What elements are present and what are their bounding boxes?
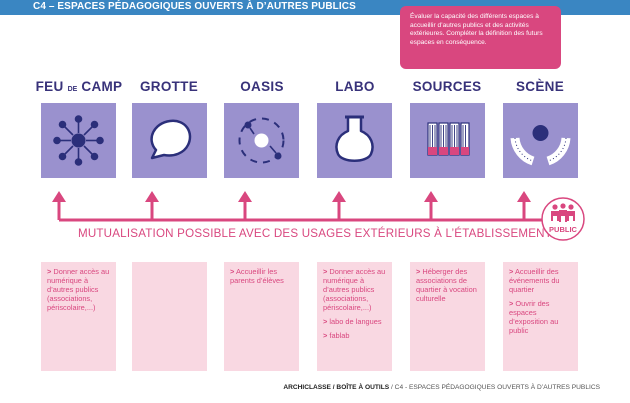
usage-text: labo de langues	[329, 317, 382, 326]
public-badge: PUBLIC	[540, 196, 586, 242]
usage-item: > Accueillir les parents d’élèves	[230, 267, 284, 285]
usage-text: Héberger des associations de quartier à …	[416, 267, 477, 303]
flask-icon	[335, 115, 374, 162]
people-icon	[541, 197, 585, 241]
tile-sources	[410, 103, 485, 178]
usage-box-oasis: > Accueillir les parents d’élèves	[224, 262, 299, 371]
instruction-callout: Évaluer la capacité des différents espac…	[400, 6, 561, 69]
books-icon	[427, 122, 470, 156]
oasis-icon	[238, 117, 285, 164]
footer: ARCHICLASSE / BOÎTE À OUTILS / C4 - ESPA…	[283, 384, 600, 391]
usage-box-feu-de-camp: > Donner accès au numérique à d’autres p…	[41, 262, 116, 371]
usage-text: Donner accès au numérique à d’autres pub…	[47, 267, 110, 312]
footer-brand: ARCHICLASSE / BOÎTE À OUTILS	[283, 384, 390, 391]
page-title: C4 – ESPACES PÉDAGOGIQUES OUVERTS À D’AU…	[33, 1, 356, 12]
usage-item: > labo de langues	[323, 317, 382, 326]
usage-text: Donner accès au numérique à d’autres pub…	[323, 267, 386, 312]
usage-item: > Héberger des associations de quartier …	[416, 267, 477, 303]
usage-text: fablab	[329, 331, 350, 340]
mutualisation-text: MUTUALISATION POSSIBLE AVEC DES USAGES E…	[77, 227, 553, 240]
tile-oasis	[224, 103, 299, 178]
label-part-b: DE	[67, 86, 78, 93]
usage-text: Accueillir des événements du quartier	[509, 267, 560, 294]
space-label-labo: LABO	[335, 79, 375, 94]
campfire-icon	[53, 115, 104, 166]
usage-text: Ouvrir des espaces d’exposition au publi…	[509, 299, 559, 335]
usage-item: > Ouvrir des espaces d’exposition au pub…	[509, 299, 559, 335]
label-part-a: FEU	[35, 79, 64, 94]
label-part-c: CAMP	[81, 79, 123, 94]
usage-box-grotte	[132, 262, 207, 371]
usage-item: > Donner accès au numérique à d’autres p…	[323, 267, 386, 312]
stage-icon	[510, 125, 571, 166]
tile-scene	[503, 103, 578, 178]
usage-item: > Donner accès au numérique à d’autres p…	[47, 267, 110, 312]
space-label-grotte: GROTTE	[139, 79, 199, 94]
space-label-sources: SOURCES	[412, 79, 482, 94]
space-label-scene: SCÈNE	[515, 79, 564, 94]
usage-item: > Accueillir des événements du quartier	[509, 267, 560, 294]
callout-text: Évaluer la capacité des différents espac…	[410, 13, 543, 46]
footer-rest: / C4 - ESPACES PÉDAGOGIQUES OUVERTS À D’…	[389, 384, 600, 391]
usage-box-scene: > Accueillir des événements du quartier …	[503, 262, 578, 371]
public-badge-label: PUBLIC	[549, 225, 577, 234]
usage-item: > fablab	[323, 331, 350, 340]
space-label-oasis: OASIS	[240, 79, 284, 94]
usage-box-sources: > Héberger des associations de quartier …	[410, 262, 485, 371]
tile-labo	[317, 103, 392, 178]
space-label-feu-de-camp: FEU DE CAMP	[29, 79, 129, 94]
tile-feu-de-camp	[41, 103, 116, 178]
usage-text: Accueillir les parents d’élèves	[230, 267, 284, 285]
tile-grotte	[132, 103, 207, 178]
usage-box-labo: > Donner accès au numérique à d’autres p…	[317, 262, 392, 371]
cave-icon	[150, 119, 192, 160]
